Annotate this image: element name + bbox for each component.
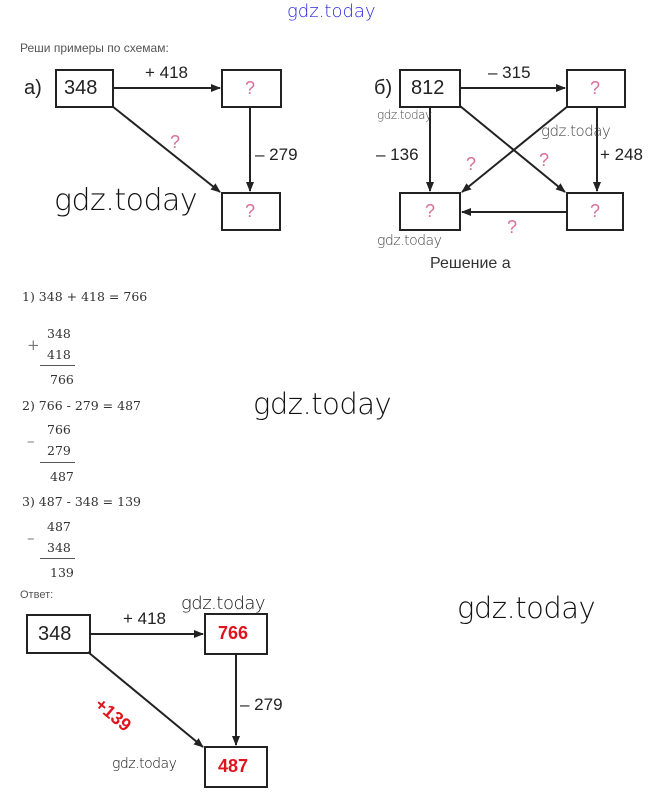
scheme-b-op-top: – 315 (488, 63, 531, 82)
scheme-a-label: а) (24, 77, 42, 99)
watermark: gdz.today (54, 183, 198, 218)
scheme-b-op-left: – 136 (376, 145, 419, 164)
unknown-mark: ? (507, 217, 518, 237)
watermark: gdz.today (253, 387, 392, 421)
unknown-mark: ? (590, 201, 601, 221)
step-3-bottom: 348 (47, 540, 71, 555)
unknown-mark: ? (539, 150, 550, 170)
watermark: gdz.today (457, 591, 596, 625)
answer-end-value: 487 (218, 756, 249, 776)
step-3-equation: 3) 487 - 348 = 139 (22, 494, 141, 509)
unknown-mark: ? (245, 201, 256, 221)
step-3-divider (40, 558, 75, 559)
answer-box-end (204, 746, 268, 788)
watermark: gdz.today (377, 108, 432, 122)
step-2-top: 766 (47, 422, 71, 437)
answer-start-value: 348 (38, 623, 72, 645)
scheme-a-op-right: – 279 (255, 145, 298, 164)
unknown-mark: ? (170, 132, 181, 152)
header-watermark[interactable]: gdz.today (287, 1, 376, 22)
arrow-b-diag-2 (461, 105, 569, 193)
step-1-sign: + (27, 336, 40, 354)
answer-op-top: + 418 (123, 609, 167, 628)
step-2-sign: – (27, 432, 35, 450)
scheme-b-start-value: 812 (411, 77, 445, 99)
answer-label: Ответ: (20, 589, 54, 601)
arrow-b-diag-1 (459, 105, 566, 193)
scheme-b-op-right: + 248 (600, 145, 644, 164)
watermark: gdz.today (377, 233, 442, 249)
box-b-bottom-right (566, 192, 624, 231)
step-1-equation: 1) 348 + 418 = 766 (22, 289, 148, 304)
scheme-b-label: б) (374, 77, 393, 99)
step-1-divider (40, 365, 75, 366)
step-2-divider (40, 462, 75, 463)
watermark: gdz.today (112, 756, 177, 772)
answer-box-start (26, 614, 91, 654)
box-a-start (55, 69, 114, 108)
answer-mid-value: 766 (218, 623, 249, 643)
step-3-result: 139 (50, 565, 74, 580)
box-a-bottom (221, 192, 281, 231)
watermark: gdz.today (181, 593, 266, 614)
step-2-equation: 2) 766 - 279 = 487 (22, 398, 141, 413)
step-1-result: 766 (50, 372, 74, 387)
unknown-mark: ? (466, 154, 477, 174)
solution-title: Решение а (430, 255, 511, 272)
box-b-top-right (566, 69, 626, 108)
watermark: gdz.today (541, 122, 611, 140)
box-a-top (221, 69, 282, 108)
step-2-bottom: 279 (47, 443, 71, 458)
unknown-mark: ? (245, 78, 256, 98)
task-instruction: Реши примеры по схемам: (20, 41, 169, 55)
unknown-mark: ? (425, 201, 436, 221)
box-b-bottom-left (399, 192, 461, 231)
scheme-a-start-value: 348 (64, 77, 98, 99)
scheme-a-op-top: + 418 (145, 63, 189, 82)
answer-arrow-diag (87, 651, 204, 748)
answer-op-right: – 279 (240, 695, 283, 714)
unknown-mark: ? (590, 78, 601, 98)
step-2-result: 487 (50, 469, 74, 484)
step-1-bottom: 418 (47, 347, 71, 362)
answer-box-mid (204, 613, 268, 655)
step-3-top: 487 (47, 519, 71, 534)
arrow-a-diag (111, 105, 221, 193)
step-1-top: 348 (47, 326, 71, 341)
step-3-sign: – (27, 529, 35, 547)
